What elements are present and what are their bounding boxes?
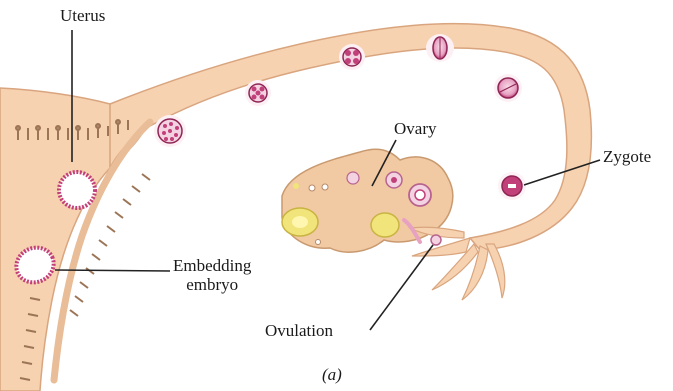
blastocyst-uterus xyxy=(59,172,95,208)
ovulation-leader xyxy=(370,245,433,330)
blastocyst-tube xyxy=(154,115,186,147)
morula-stage xyxy=(245,80,271,106)
label-embedding-line2: embryo xyxy=(173,276,251,295)
label-ovary: Ovary xyxy=(394,120,436,139)
zygote-cell xyxy=(498,172,526,200)
eight-cell-stage xyxy=(339,44,365,70)
four-cell-stage xyxy=(426,34,454,62)
label-zygote: Zygote xyxy=(603,148,651,167)
label-uterus: Uterus xyxy=(60,7,105,26)
figure-caption: (a) xyxy=(322,366,342,385)
label-embedding-embryo: Embedding embryo xyxy=(173,257,251,294)
embedding-leader xyxy=(55,270,170,271)
two-cell-stage xyxy=(494,74,522,102)
label-embedding-line1: Embedding xyxy=(173,257,251,276)
label-ovulation: Ovulation xyxy=(265,322,333,341)
